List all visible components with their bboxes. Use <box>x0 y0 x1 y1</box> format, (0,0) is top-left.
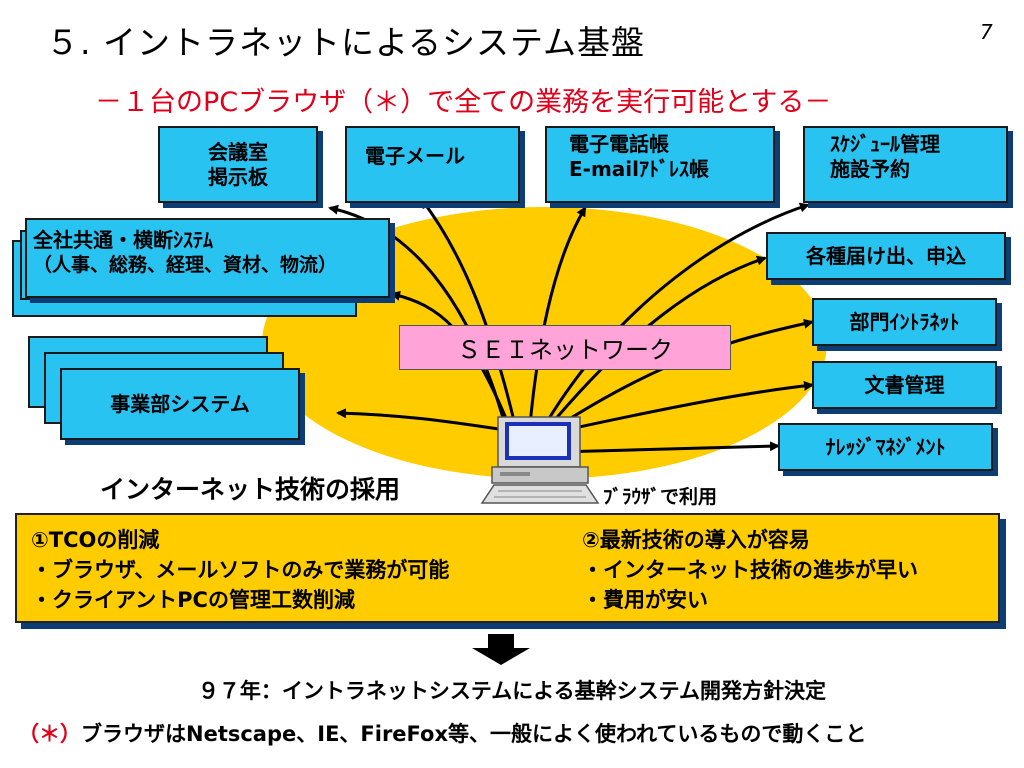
denwacho-line2: E-mailｱﾄﾞﾚｽ帳 <box>569 157 710 181</box>
note-text: ブラウザはNetscape、IE、FireFox等、一般によく使われているもので… <box>81 722 867 746</box>
arrow-to-knowledge <box>557 441 780 454</box>
arrow-to-kaigishitsu <box>328 204 507 426</box>
kaigishitsu-line1: 会議室 <box>208 139 268 164</box>
benefit-left-2: ・ブラウザ、メールソフトのみで業務が可能 <box>31 558 450 582</box>
knowledge-box: ﾅﾚｯｼﾞﾏﾈｼﾞﾒﾝﾄ <box>778 423 993 471</box>
bumon-box: 部門ｲﾝﾄﾗﾈｯﾄ <box>812 298 997 346</box>
arrow-to-schedule <box>543 202 810 426</box>
email-box: 電子メール <box>345 126 520 203</box>
page-number: 7 <box>980 20 993 44</box>
benefits-right: ②最新技術の導入が容易 ・インターネット技術の進歩が早い ・費用が安い <box>582 525 918 615</box>
schedule-box: ｽｹｼﾞｭｰﾙ管理 施設予約 <box>803 126 1008 203</box>
bumon-label: 部門ｲﾝﾄﾗﾈｯﾄ <box>849 309 960 334</box>
decision-text: ９７年：イントラネットシステムによる基幹システム開発方針決定 <box>197 679 827 703</box>
zensha-line1: 全社共通・横断ｼｽﾃﾑ <box>33 228 213 252</box>
arrow-to-jigyobu <box>336 408 506 432</box>
note-mark: （＊） <box>18 722 81 746</box>
benefit-right-1: ②最新技術の導入が容易 <box>582 528 810 552</box>
kaigishitsu-box: 会議室 掲示板 <box>158 126 318 203</box>
benefits-box: ①TCOの削減 ・ブラウザ、メールソフトのみで業務が可能 ・クライアントPCの管… <box>15 513 1000 623</box>
zensha-box: 全社共通・横断ｼｽﾃﾑ （人事、総務、経理、資材、物流） <box>25 218 390 298</box>
bunsho-box: 文書管理 <box>812 361 997 409</box>
arrow-to-email <box>420 198 517 426</box>
denwacho-box: 電子電話帳 E-mailｱﾄﾞﾚｽ帳 <box>545 126 775 203</box>
zensha-line2: （人事、総務、経理、資材、物流） <box>33 254 338 276</box>
sei-network-box: ＳＥＩネットワーク <box>399 325 731 370</box>
slide-subtitle: －１台のPCブラウザ（＊）で全ての業務を実行可能とする－ <box>95 87 832 118</box>
arrow-to-todokede <box>546 255 767 429</box>
todokede-label: 各種届け出、申込 <box>806 243 966 268</box>
jigyobu-label: 事業部システム <box>110 391 250 416</box>
benefit-left-1: ①TCOの削減 <box>31 528 160 552</box>
arrow-to-bunsho <box>555 380 814 434</box>
arrow-to-denwacho <box>528 206 587 426</box>
benefit-left-3: ・クライアントPCの管理工数削減 <box>31 588 355 612</box>
bunsho-label: 文書管理 <box>864 372 945 397</box>
jigyobu-box: 事業部システム <box>60 368 300 440</box>
browser-note: （＊）ブラウザはNetscape、IE、FireFox等、一般によく使われている… <box>18 718 866 748</box>
benefit-right-2: ・インターネット技術の進歩が早い <box>582 558 918 582</box>
schedule-line1: ｽｹｼﾞｭｰﾙ管理 <box>830 132 940 156</box>
benefit-right-3: ・費用が安い <box>582 588 708 612</box>
todokede-box: 各種届け出、申込 <box>766 232 1006 280</box>
internet-tech-label: インターネット技術の採用 <box>100 475 401 504</box>
knowledge-label: ﾅﾚｯｼﾞﾏﾈｼﾞﾒﾝﾄ <box>825 434 946 459</box>
email-label: 電子メール <box>365 144 465 168</box>
schedule-line2: 施設予約 <box>830 157 910 181</box>
browser-usage-label: ﾌﾞﾗｳｻﾞで利用 <box>603 486 718 508</box>
kaigishitsu-line2: 掲示板 <box>208 164 268 189</box>
sei-network-label: ＳＥＩネットワーク <box>457 336 673 364</box>
denwacho-line1: 電子電話帳 <box>569 132 669 156</box>
slide-title: ５. イントラネットによるシステム基盤 <box>46 23 645 62</box>
benefits-left: ①TCOの削減 ・ブラウザ、メールソフトのみで業務が可能 ・クライアントPCの管… <box>31 525 449 615</box>
